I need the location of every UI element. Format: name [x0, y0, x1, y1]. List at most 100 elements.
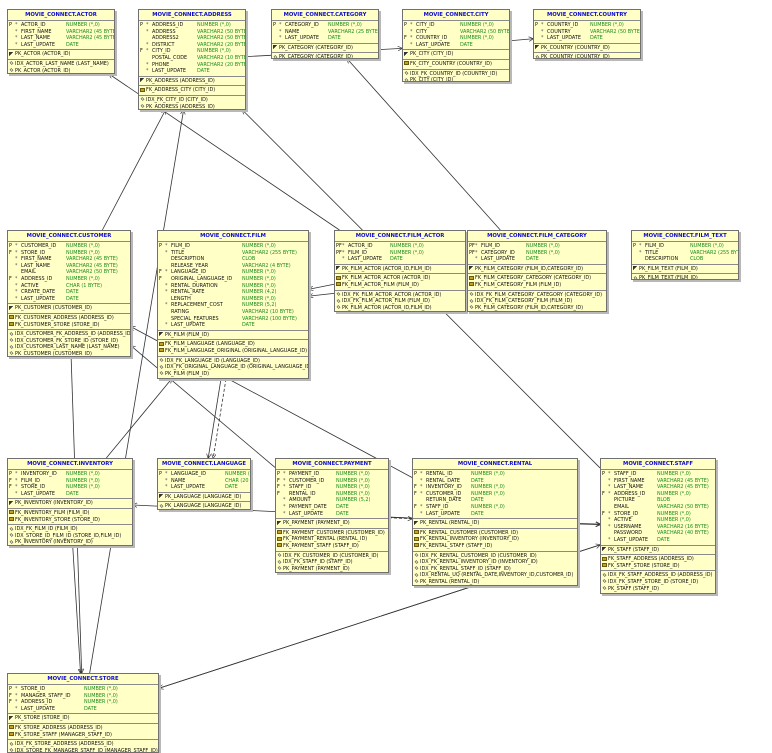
index-row[interactable]: PK_FILM_CATEGORY (FILM_ID,CATEGORY_ID)	[468, 305, 606, 311]
relationship-inventory-to-film[interactable]	[106, 379, 171, 459]
primary-key-row[interactable]: PK_PAYMENT (PAYMENT_ID)	[276, 520, 388, 527]
relationship-city-to-country[interactable]	[509, 39, 533, 41]
index-row[interactable]: PK_CUSTOMER (CUSTOMER_ID)	[8, 351, 130, 356]
foreign-key-row[interactable]: FK_PAYMENT_CUSTOMER (CUSTOMER_ID)	[276, 530, 388, 537]
foreign-key-row[interactable]: FK_FILM_ACTOR_FILM (FILM_ID)	[335, 282, 465, 289]
index-row[interactable]: PK_CATEGORY (CATEGORY_ID)	[272, 54, 378, 58]
index-row[interactable]: IDX_FK_FILM_CATEGORY_CATEGORY (CATEGORY_…	[468, 292, 606, 299]
foreign-key-row[interactable]: FK_FILM_LANGUAGE_ORIGINAL (ORIGINAL_LANG…	[158, 348, 308, 355]
primary-key-row[interactable]: PK_ADDRESS (ADDRESS_ID)	[139, 78, 245, 85]
primary-key-row[interactable]: PK_STAFF (STAFF_ID)	[601, 547, 715, 554]
index-row[interactable]: IDX_FK_STAFF_ID (STAFF_ID)	[276, 559, 388, 566]
foreign-key-row[interactable]: FK_PAYMENT_STAFF (STAFF_ID)	[276, 543, 388, 550]
index-row[interactable]: IDX_RENTAL_UQ (RENTAL_DATE,INVENTORY_ID,…	[413, 572, 577, 579]
relationship-payment-to-customer[interactable]	[131, 346, 276, 468]
foreign-key-row[interactable]: FK_FILM_CATEGORY_FILM (FILM_ID)	[468, 282, 606, 289]
index-row[interactable]: IDX_STORE_FK_MANAGER_STAFF_ID (MANAGER_S…	[8, 748, 158, 752]
relationship-payment-to-rental[interactable]	[388, 518, 412, 519]
index-row[interactable]: PK_ACTOR (ACTOR_ID)	[8, 68, 114, 73]
foreign-key-row[interactable]: FK_CUSTOMER_ADDRESS (ADDRESS_ID)	[8, 315, 130, 322]
relationship-film-actor-to-film[interactable]	[309, 283, 335, 289]
foreign-key-row[interactable]: FK_CITY_COUNTRY (COUNTRY_ID)	[403, 61, 509, 68]
foreign-key-row[interactable]: FK_RENTAL_STAFF (STAFF_ID)	[413, 543, 577, 550]
index-row[interactable]: PK_FILM (FILM_ID)	[158, 371, 308, 378]
foreign-key-row[interactable]: FK_STORE_ADDRESS (ADDRESS_ID)	[8, 725, 158, 732]
relationship-film-to-language[interactable]	[208, 378, 222, 458]
foreign-key-row[interactable]: FK_STORE_STAFF (MANAGER_STAFF_ID)	[8, 732, 158, 739]
foreign-key-row[interactable]: FK_INVENTORY_STORE (STORE_ID)	[8, 517, 132, 524]
index-row[interactable]: IDX_CUSTOMER_FK_STORE_ID (STORE_ID)	[8, 338, 130, 345]
primary-key-row[interactable]: PK_RENTAL (RENTAL_ID)	[413, 520, 577, 527]
index-row[interactable]: IDX_FK_RENTAL_STAFF_ID (STAFF_ID)	[413, 566, 577, 573]
primary-key-row[interactable]: PK_FILM_TEXT (FILM_ID)	[632, 266, 738, 273]
index-row[interactable]: IDX_FK_FILM_ACTOR_ACTOR (ACTOR_ID)	[335, 292, 465, 299]
relationship-film-category-to-category[interactable]	[347, 59, 501, 231]
index-row[interactable]: PK_RENTAL (RENTAL_ID)	[413, 579, 577, 585]
foreign-key-row[interactable]: FK_RENTAL_CUSTOMER (CUSTOMER_ID)	[413, 530, 577, 537]
primary-key-row[interactable]: PK_ACTOR (ACTOR_ID)	[8, 51, 114, 58]
foreign-key-row[interactable]: FK_FILM_LANGUAGE (LANGUAGE_ID)	[158, 341, 308, 348]
primary-key-row[interactable]: PK_CITY (CITY_ID)	[403, 51, 509, 58]
index-row[interactable]: IDX_FK_STAFF_STORE_ID (STORE_ID)	[601, 579, 715, 586]
index-row[interactable]: IDX_ACTOR_LAST_NAME (LAST_NAME)	[8, 61, 114, 68]
index-row[interactable]: IDX_STORE_ID_FILM_ID (STORE_ID,FILM_ID)	[8, 533, 132, 540]
index-row[interactable]: IDX_FK_CUSTOMER_ID (CUSTOMER_ID)	[276, 553, 388, 560]
primary-key-row[interactable]: PK_FILM_CATEGORY (FILM_ID,CATEGORY_ID)	[468, 266, 606, 273]
index-row[interactable]: IDX_FK_FILM_ACTOR_FILM (FILM_ID)	[335, 298, 465, 305]
index-row[interactable]: IDX_FK_STORE_ADDRESS (ADDRESS_ID)	[8, 741, 158, 748]
index-row[interactable]: IDX_FK_ORIGINAL_LANGUAGE_ID (ORIGINAL_LA…	[158, 364, 308, 371]
